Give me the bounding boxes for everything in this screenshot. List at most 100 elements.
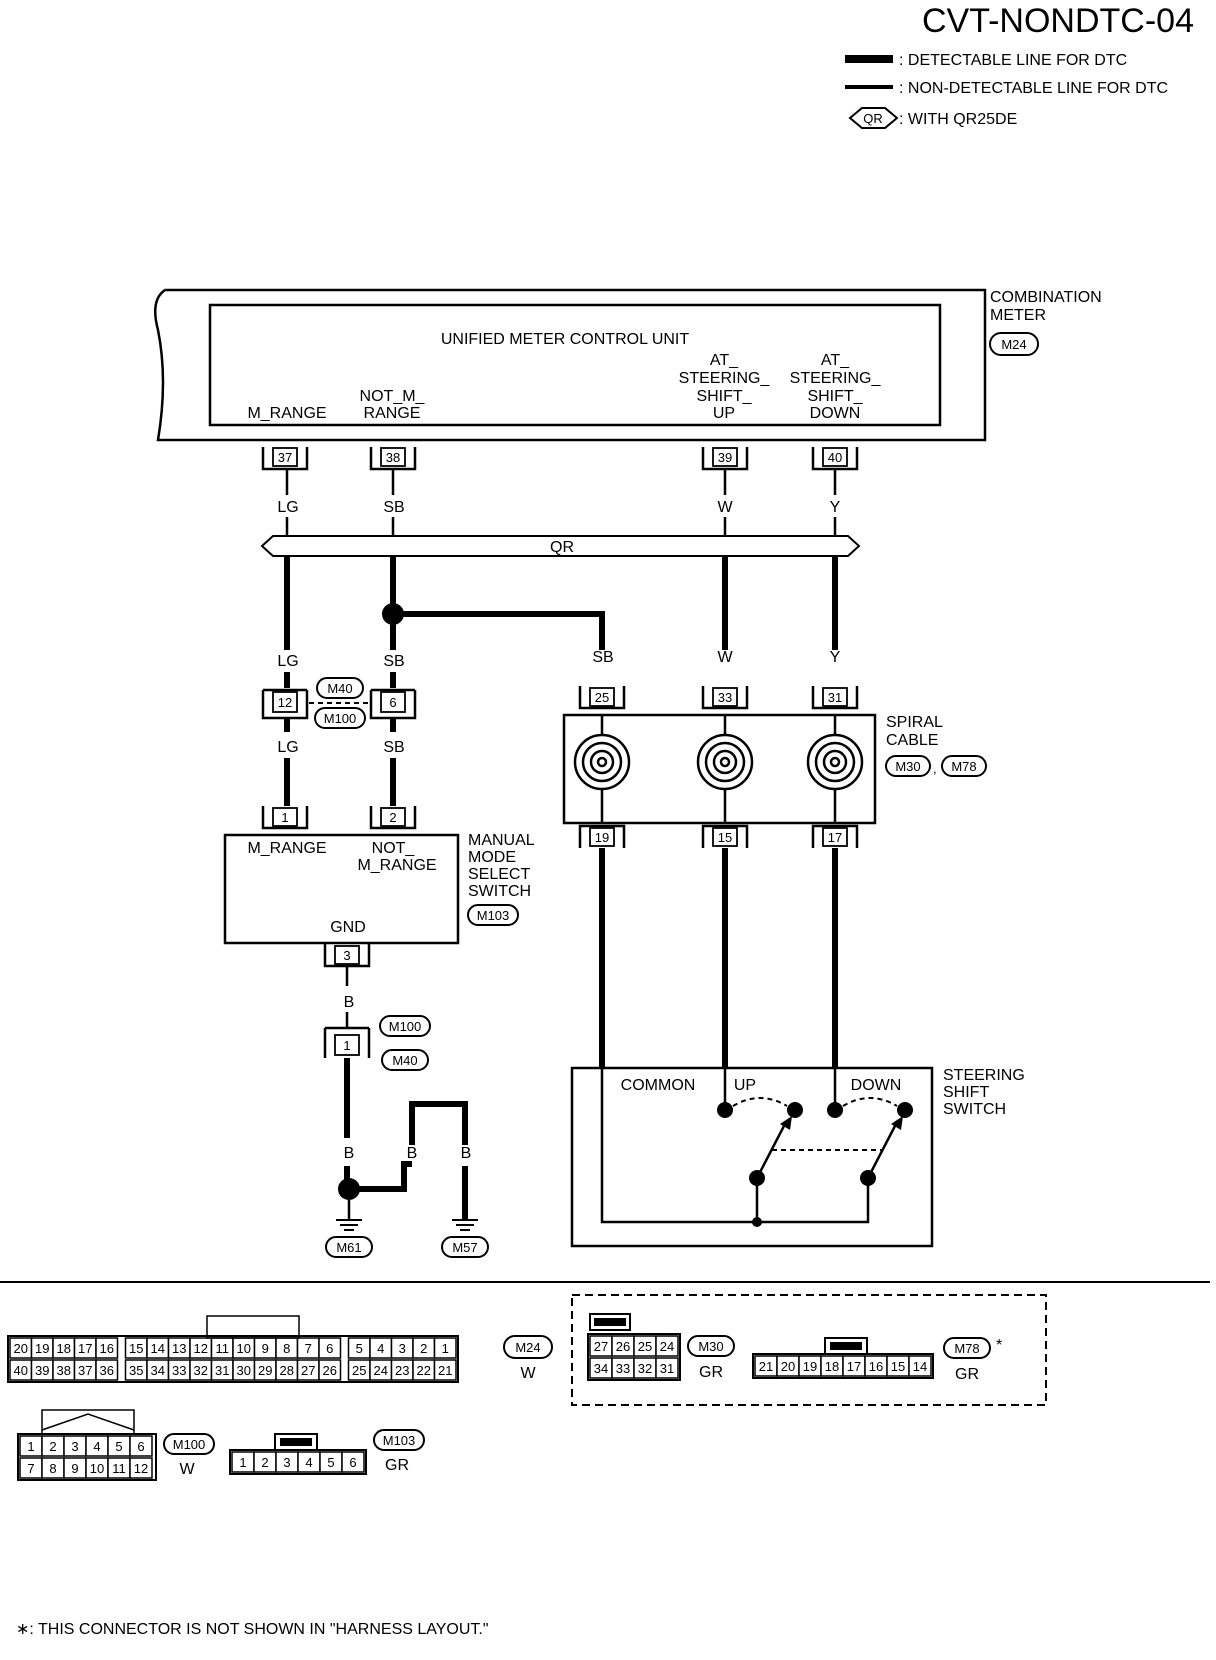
m24-pin-26: 26 bbox=[323, 1363, 337, 1378]
signal-up-1: AT_ bbox=[710, 352, 739, 369]
spiral-connectors-dashed-box bbox=[571, 1294, 1047, 1406]
m103-pin-6-cell bbox=[341, 1451, 365, 1473]
ground-symbol-m61: M61 bbox=[325, 1219, 373, 1258]
signal-up-4: UP bbox=[713, 405, 735, 422]
m78-pin-21: 21 bbox=[759, 1359, 773, 1374]
m24-pin-20: 20 bbox=[14, 1341, 28, 1356]
legend-detectable-text: : DETECTABLE LINE FOR DTC bbox=[899, 52, 1127, 69]
m100-pin-12-cell bbox=[129, 1457, 153, 1479]
unified-meter-control-unit bbox=[208, 303, 942, 427]
m24-pin-36-cell bbox=[95, 1359, 119, 1381]
steering-shift-switch: COMMON UP DOWN STEERING SHIFT SWITCH bbox=[570, 1066, 1025, 1248]
m24-pin-14: 14 bbox=[151, 1341, 165, 1356]
m100-pin-9: 9 bbox=[71, 1461, 78, 1476]
connector-tag-m100-view-text: M100 bbox=[173, 1437, 206, 1452]
m24-pin-8: 8 bbox=[283, 1341, 290, 1356]
m103-pin-5: 5 bbox=[327, 1455, 334, 1470]
m103-housing bbox=[229, 1449, 367, 1475]
m30-pin-25: 25 bbox=[638, 1339, 652, 1354]
m78-pin-17: 17 bbox=[847, 1359, 861, 1374]
connector-tag-m78 bbox=[941, 755, 987, 777]
wire-color-sb-4: SB bbox=[383, 739, 404, 756]
connector-m78-star: * bbox=[996, 1337, 1002, 1354]
m24-pin-19: 19 bbox=[35, 1341, 49, 1356]
steering-switch-box bbox=[570, 1066, 934, 1248]
wire-color-lg-3: LG bbox=[277, 739, 298, 756]
m24-pin-6: 6 bbox=[326, 1341, 333, 1356]
legend-non-detectable-text: : NON-DETECTABLE LINE FOR DTC bbox=[899, 80, 1168, 97]
contact-down-moving bbox=[897, 1102, 913, 1118]
wire-color-b-2: B bbox=[344, 1145, 355, 1162]
m24-pin-21: 21 bbox=[438, 1363, 452, 1378]
m78-pin-15: 15 bbox=[891, 1359, 905, 1374]
qr-option-bus-label: QR bbox=[550, 539, 574, 556]
switch-sig-m-range: M_RANGE bbox=[247, 840, 326, 857]
ground-tag-m61 bbox=[325, 1236, 373, 1258]
wire-color-sb-3: SB bbox=[592, 649, 613, 666]
m100-pin-3: 3 bbox=[71, 1439, 78, 1454]
m103-pin-6: 6 bbox=[349, 1455, 356, 1470]
signal-up-3: SHIFT_ bbox=[696, 388, 752, 405]
legend: : DETECTABLE LINE FOR DTC : NON-DETECTAB… bbox=[845, 52, 1168, 129]
connector-tag-m24-view-text: M24 bbox=[515, 1340, 540, 1355]
wire-color-y-1: Y bbox=[830, 499, 841, 516]
m24-pin-6-cell bbox=[318, 1337, 342, 1359]
pin-37: 37 bbox=[278, 450, 292, 465]
wire-color-w-2: W bbox=[717, 649, 733, 666]
m30-pin-24-cell bbox=[655, 1335, 679, 1357]
m30-pin-31-cell bbox=[655, 1357, 679, 1379]
m24-pin-33: 33 bbox=[172, 1363, 186, 1378]
m24-pin-17: 17 bbox=[78, 1341, 92, 1356]
connector-tag-m103-view bbox=[373, 1429, 425, 1451]
pin-39: 39 bbox=[718, 450, 732, 465]
spiral-coil-2 bbox=[696, 716, 754, 822]
connector-tag-m103 bbox=[467, 904, 519, 926]
m100-pin-7: 7 bbox=[27, 1461, 34, 1476]
joint-connector-m40-m100: 12 6 M40 M100 bbox=[261, 677, 417, 729]
spiral-pin-17: 17 bbox=[828, 830, 842, 845]
wire-color-b-4: B bbox=[461, 1145, 472, 1162]
connector-m78-color: GR bbox=[955, 1366, 979, 1383]
m24-pin-2: 2 bbox=[420, 1341, 427, 1356]
m24-pin-29: 29 bbox=[258, 1363, 272, 1378]
signal-down-1: AT_ bbox=[821, 352, 850, 369]
m24-pin-23: 23 bbox=[395, 1363, 409, 1378]
pin-40: 40 bbox=[828, 450, 842, 465]
manual-mode-select-switch: 1 2 M_RANGE NOT_ M_RANGE GND MANUAL MODE… bbox=[223, 806, 535, 968]
switch-pin-1: 1 bbox=[281, 810, 288, 825]
signal-down-3: SHIFT_ bbox=[807, 388, 863, 405]
m24-pin-36: 36 bbox=[100, 1363, 114, 1378]
ground-symbol-m57: M57 bbox=[441, 1219, 489, 1258]
m100-pin-4: 4 bbox=[93, 1439, 100, 1454]
svg-text:,: , bbox=[933, 761, 937, 776]
switch-label-4: SWITCH bbox=[468, 883, 531, 900]
spiral-pin-31: 31 bbox=[828, 690, 842, 705]
connector-tag-m100-a bbox=[314, 707, 366, 729]
connector-tag-m103-view-text: M103 bbox=[383, 1433, 416, 1448]
connector-tag-m40-b-text: M40 bbox=[392, 1053, 417, 1068]
m24-pin-18: 18 bbox=[57, 1341, 71, 1356]
m24-pin-28: 28 bbox=[280, 1363, 294, 1378]
connector-tag-m40-a bbox=[316, 677, 364, 699]
m24-pin-1-cell bbox=[433, 1337, 457, 1359]
legend-qr-text: : WITH QR25DE bbox=[899, 111, 1017, 128]
switch-label-3: SELECT bbox=[468, 866, 530, 883]
signal-m-range: M_RANGE bbox=[247, 405, 326, 422]
ground-joint-pin: 1 bbox=[343, 1038, 350, 1053]
footnote: ∗: THIS CONNECTOR IS NOT SHOWN IN "HARNE… bbox=[16, 1621, 489, 1638]
steering-switch-label-3: SWITCH bbox=[943, 1101, 1006, 1118]
m24-latch bbox=[206, 1315, 300, 1339]
connector-tag-m30-text: M30 bbox=[895, 759, 920, 774]
m30-pin-34: 34 bbox=[594, 1361, 608, 1376]
connector-tag-m40-a-text: M40 bbox=[327, 681, 352, 696]
spiral-cable-label-2: CABLE bbox=[886, 732, 938, 749]
connector-tag-m78-view-text: M78 bbox=[954, 1341, 979, 1356]
connector-tag-m30 bbox=[885, 755, 931, 777]
m24-pin-32: 32 bbox=[194, 1363, 208, 1378]
spiral-coil-3 bbox=[806, 716, 864, 822]
m30-pin-24: 24 bbox=[660, 1339, 674, 1354]
switch-sig-not-2: M_RANGE bbox=[357, 857, 436, 874]
switch-pin-2: 2 bbox=[389, 810, 396, 825]
